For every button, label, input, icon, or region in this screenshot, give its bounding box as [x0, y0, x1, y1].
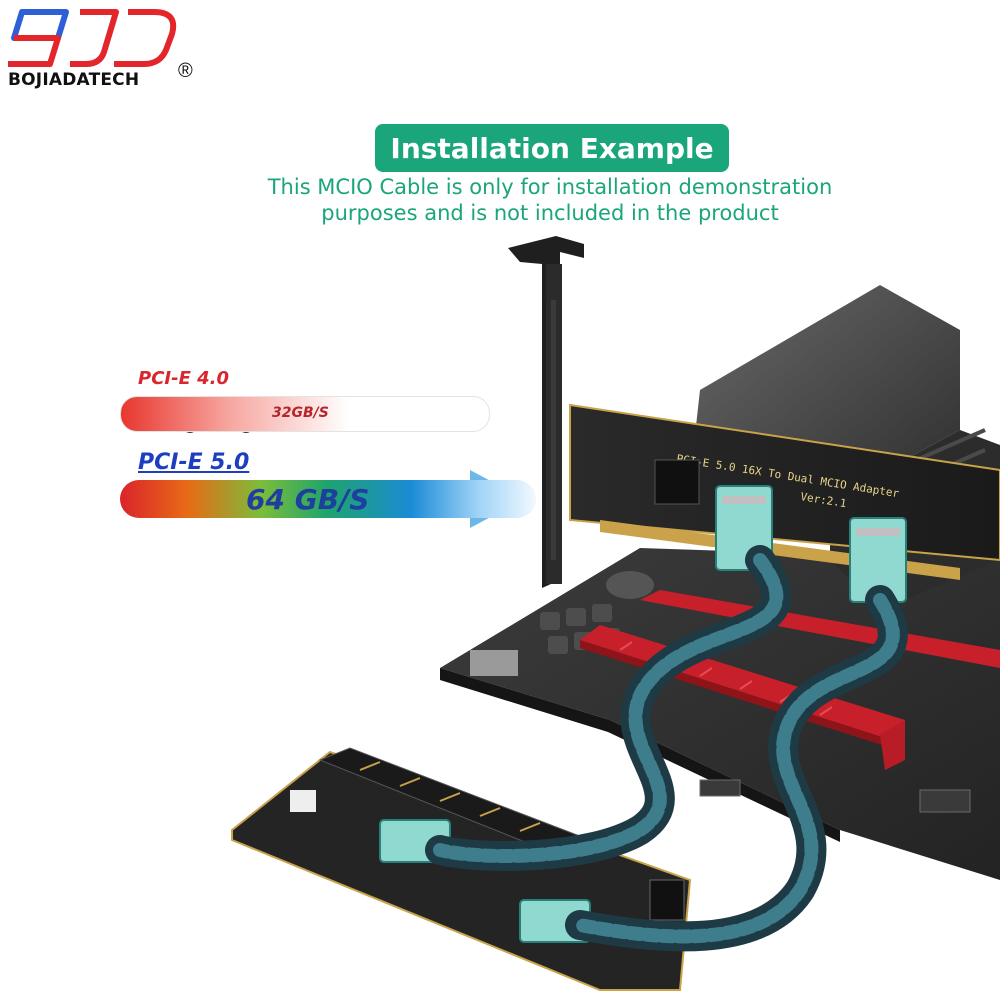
pci-bracket — [508, 236, 584, 588]
pcie5-label: PCI-E 5.0 — [138, 450, 250, 475]
brand-name: BOJIADATECH — [8, 70, 140, 90]
registered-mark: ® — [178, 60, 193, 82]
pcie4-speed-value: 32GB/S — [272, 405, 329, 421]
page-title: Installation Example — [375, 124, 729, 172]
subtitle-line-1: This MCIO Cable is only for installation… — [267, 175, 833, 199]
mcio-cables — [425, 545, 908, 952]
pcie5-speed-bar — [120, 480, 536, 518]
brand-logo: BOJIADATECH ® — [6, 4, 206, 94]
pcie4-label: PCI-E 4.0 — [138, 368, 230, 389]
pcie4-speed-bar — [120, 396, 490, 432]
mcio-adapter-card: PCI-E 5.0 16X To Dual MCIO Adapter Ver:2… — [569, 403, 1000, 603]
pcie-slot-red — [640, 590, 1000, 668]
subtitle-line-2: purposes and is not included in the prod… — [321, 201, 779, 225]
bjd-logo-mark — [8, 9, 177, 67]
riser-board — [231, 747, 692, 991]
subtitle: This MCIO Cable is only for installation… — [200, 174, 900, 226]
pcie5-speed-value: 64 GB/S — [246, 483, 370, 516]
motherboard — [440, 285, 1000, 880]
